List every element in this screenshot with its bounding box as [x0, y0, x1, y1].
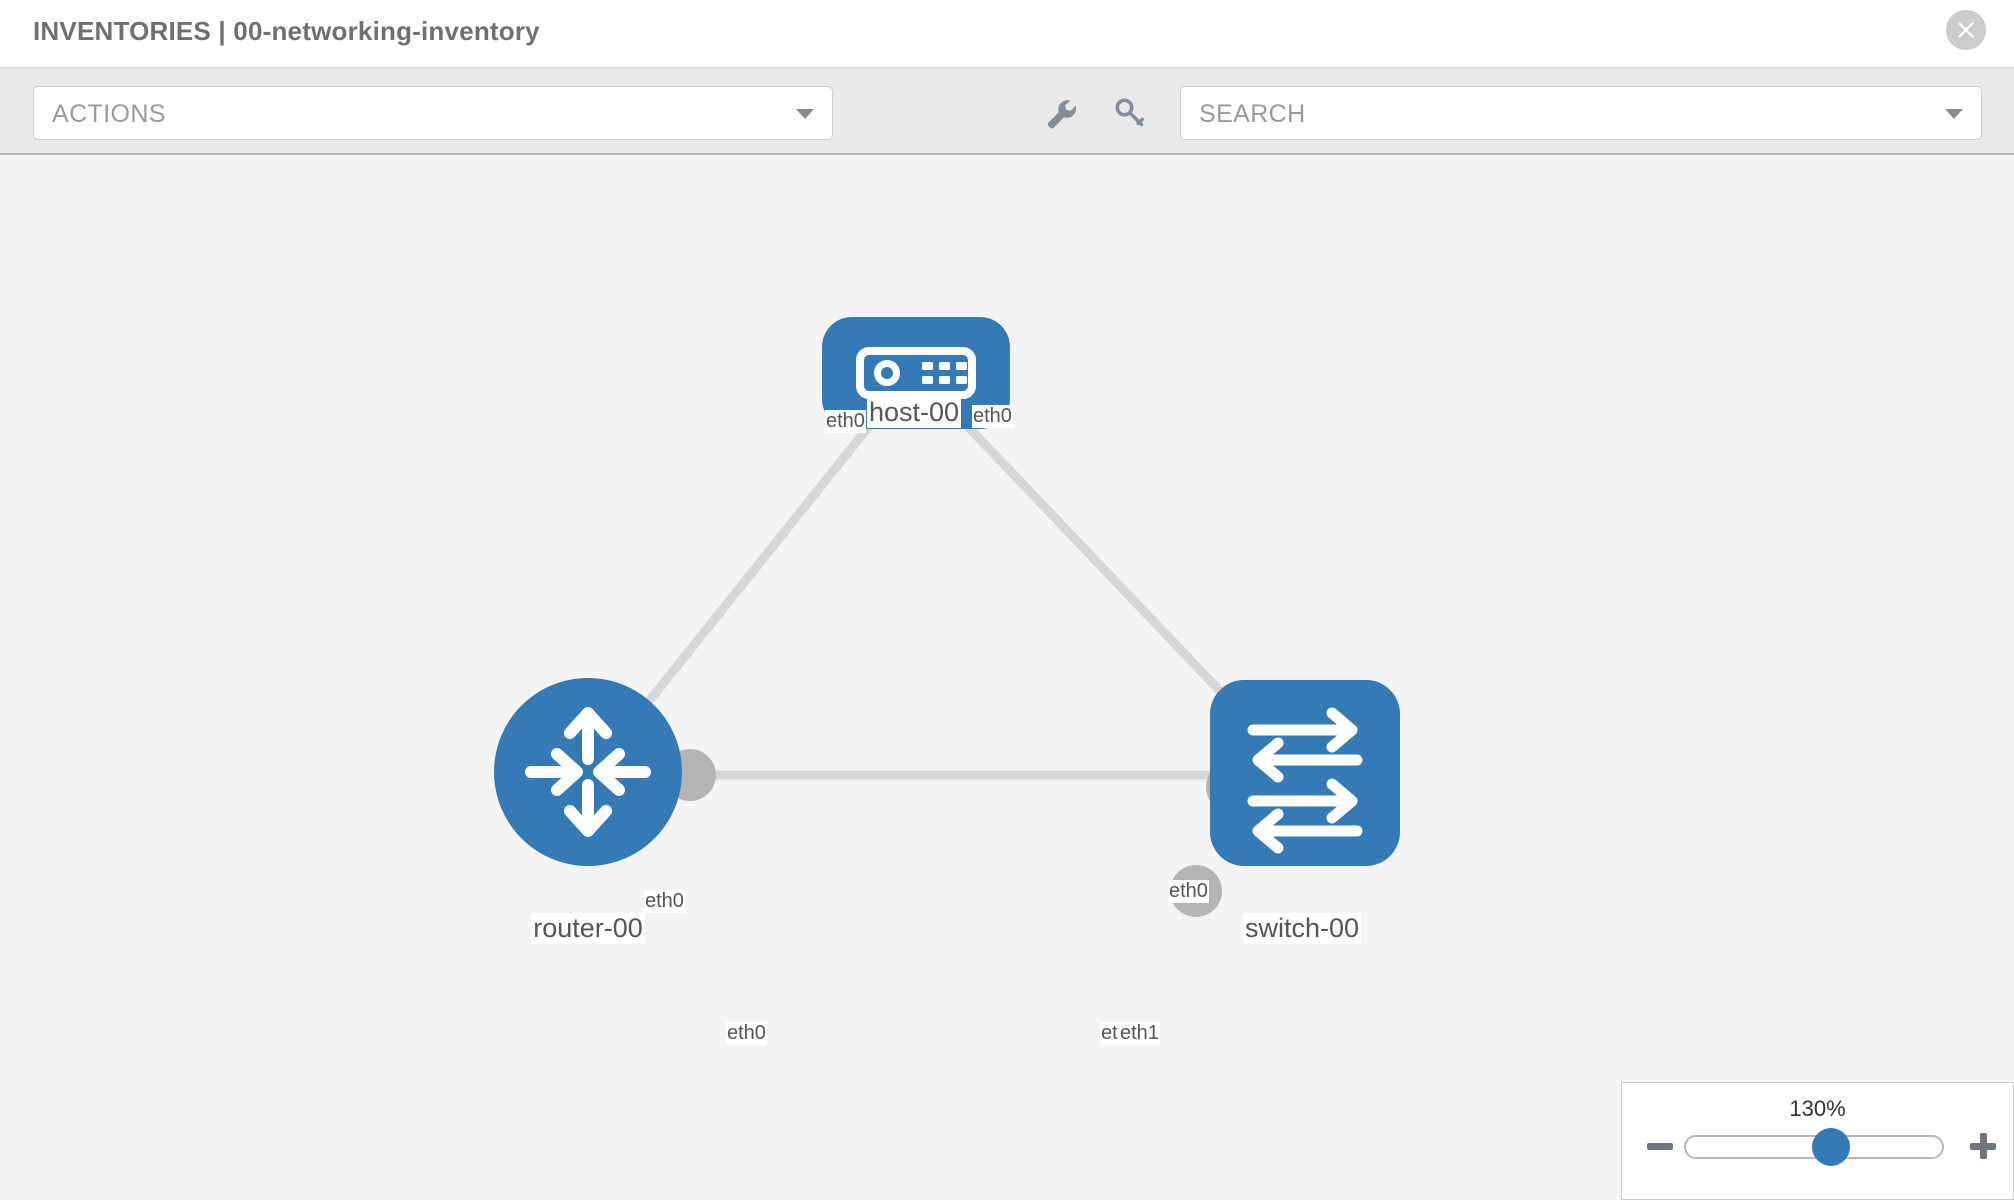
zoom-control-panel: 130% — [1621, 1082, 2014, 1200]
key-icon[interactable] — [1110, 94, 1148, 132]
topology-canvas[interactable]: host-00 router-00 switch-00 eth0 eth0 et… — [0, 155, 2014, 1200]
switch-arrows-icon — [1247, 707, 1363, 854]
plus-icon[interactable] — [1968, 1131, 1998, 1161]
chevron-down-icon[interactable] — [1945, 109, 1963, 119]
node-switch-00[interactable] — [1210, 680, 1400, 866]
search-placeholder: SEARCH — [1199, 100, 1306, 128]
page-title: INVENTORIES | 00-networking-inventory — [33, 16, 540, 46]
node-host-00[interactable] — [822, 317, 1010, 429]
topology-graph — [494, 317, 1400, 917]
endpoint-switch-left — [1170, 865, 1222, 917]
node-router-00[interactable] — [494, 678, 682, 866]
router-arrows-icon — [525, 707, 651, 837]
wrench-icon[interactable] — [1042, 94, 1080, 132]
server-icon — [856, 347, 976, 399]
topology-links — [586, 366, 1304, 780]
page-header: INVENTORIES | 00-networking-inventory — [0, 0, 2014, 68]
actions-dropdown-label: ACTIONS — [52, 100, 166, 128]
zoom-slider-thumb[interactable] — [1812, 1128, 1850, 1166]
minus-icon[interactable] — [1645, 1131, 1675, 1161]
toolbar: ACTIONS SEARCH — [0, 68, 2014, 155]
zoom-percent-label: 130% — [1789, 1096, 1846, 1121]
chevron-down-icon — [796, 109, 814, 119]
actions-dropdown[interactable]: ACTIONS — [33, 86, 833, 140]
search-input[interactable]: SEARCH — [1180, 86, 1982, 140]
close-icon[interactable] — [1946, 10, 1986, 50]
